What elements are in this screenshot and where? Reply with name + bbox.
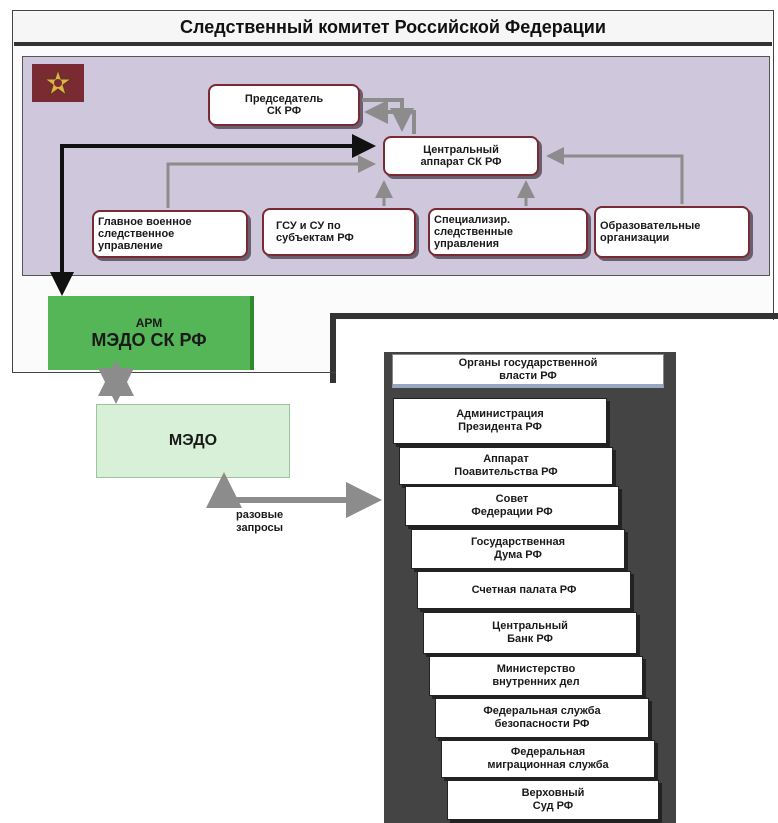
gov-item: Аппарат Поавительства РФ (399, 447, 613, 485)
frame-bottom-line (12, 372, 336, 373)
gov-item: Счетная палата РФ (417, 571, 631, 609)
gov-item: Совет Федерации РФ (405, 486, 619, 526)
specialized-departments-box: Специализир. следственные управления (428, 208, 588, 256)
gov-item: Министерство внутренних дел (429, 656, 643, 696)
gov-item: Администрация Президента РФ (393, 398, 607, 444)
gov-item: Федеральная миграционная служба (441, 740, 655, 778)
arm-label: АРМ (135, 315, 163, 330)
regional-departments-box: ГСУ и СУ по субъектам РФ (262, 208, 416, 256)
military-department-box: Главное военное следственное управление (92, 210, 248, 258)
one-time-requests-label: разовые запросы (236, 509, 284, 534)
frame-divider-vertical (330, 313, 336, 383)
gov-item: Центральный Банк РФ (423, 612, 637, 654)
arm-medo-workstation: АРМ МЭДО СК РФ (48, 296, 254, 370)
frame-divider (330, 313, 778, 319)
educational-organizations-box: Образовательные организации (594, 206, 750, 258)
gov-item: Государственная Дума РФ (411, 529, 625, 569)
gov-item: Верховный Суд РФ (447, 780, 659, 820)
central-apparatus-box: Центральный аппарат СК РФ (383, 136, 539, 176)
investigative-committee-emblem-icon (32, 64, 84, 102)
gov-item: Федеральная служба безопасности РФ (435, 698, 649, 738)
medo-box: МЭДО (96, 404, 290, 478)
government-bodies-title: Органы государственной власти РФ (392, 354, 664, 388)
chairman-box: Председатель СК РФ (208, 84, 360, 126)
arm-medo-label: МЭДО СК РФ (91, 329, 207, 350)
page-title: Следственный комитет Российской Федераци… (14, 12, 772, 46)
